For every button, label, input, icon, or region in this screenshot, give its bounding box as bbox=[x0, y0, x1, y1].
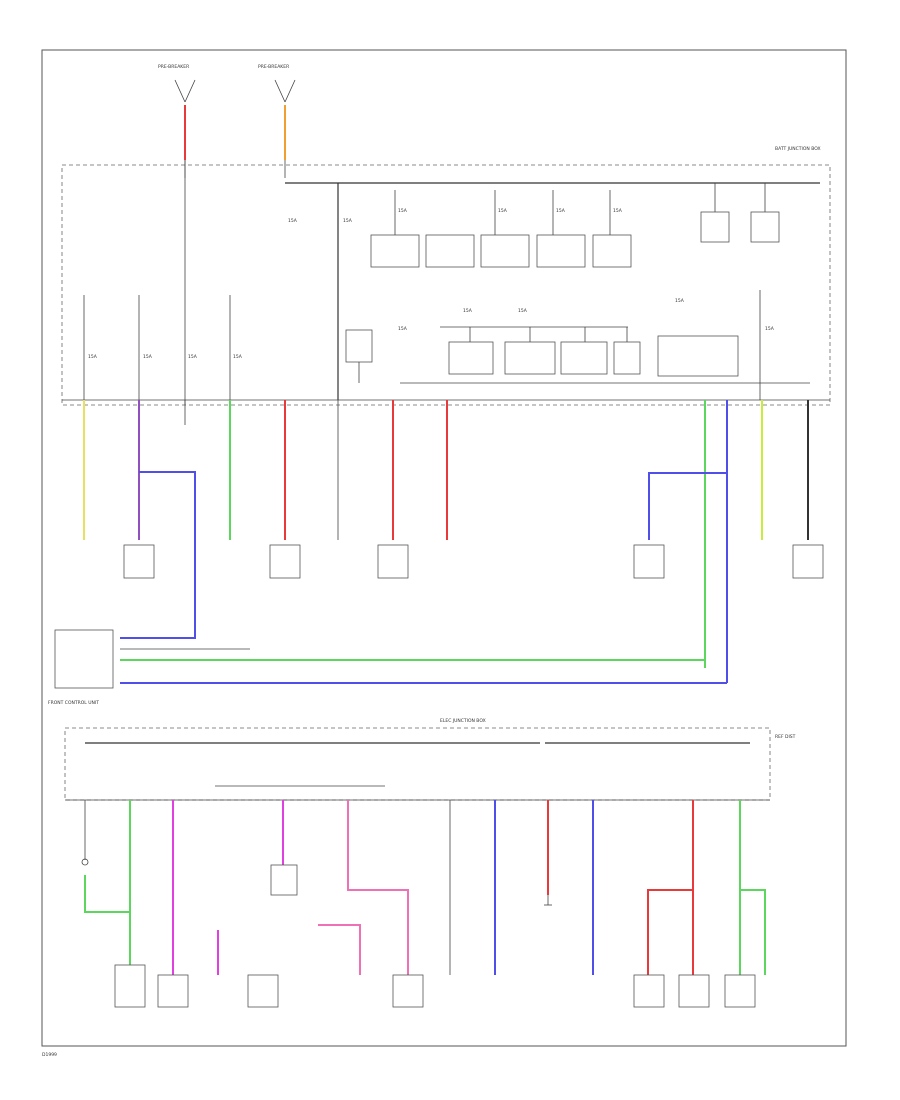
module-box bbox=[345, 329, 373, 363]
module-box bbox=[480, 234, 530, 268]
power-feed-label-left: PRE-BREAKER bbox=[158, 64, 189, 70]
module-box bbox=[114, 964, 146, 1008]
upper-drop-wires bbox=[83, 295, 809, 683]
fuse-label: 15A bbox=[288, 218, 298, 224]
top-power-feeds: PRE-BREAKER PRE-BREAKER bbox=[158, 64, 296, 178]
fuse-label: 15A bbox=[398, 208, 408, 214]
diagram-frame bbox=[41, 49, 847, 1047]
footer-code: D1999 bbox=[42, 1052, 57, 1058]
module-box bbox=[377, 544, 409, 579]
module-box bbox=[392, 974, 424, 1008]
fuse-label: 15A bbox=[233, 354, 243, 360]
ground-symbols bbox=[81, 858, 552, 906]
fuse-label: 15A bbox=[498, 208, 508, 214]
power-feed-label-right: PRE-BREAKER bbox=[258, 64, 289, 70]
upper-junction-label: BATT JUNCTION BOX bbox=[775, 146, 821, 152]
module-box bbox=[657, 335, 739, 377]
module-box bbox=[370, 234, 420, 268]
module-box bbox=[633, 544, 665, 579]
fuse-label: 15A bbox=[143, 354, 153, 360]
fuse-label: 15A bbox=[398, 326, 408, 332]
module-box bbox=[560, 341, 608, 375]
upper-fuse-labels: 15A 15A 15A 15A 15A 15A 15A 15A 15A 15A … bbox=[88, 208, 775, 360]
module-box bbox=[613, 341, 641, 375]
fuse-label: 15A bbox=[765, 326, 775, 332]
lower-ref-label: REF DIST bbox=[775, 734, 796, 740]
fuse-label: 15A bbox=[675, 298, 685, 304]
fuse-label: 15A bbox=[518, 308, 528, 314]
module-box bbox=[504, 341, 556, 375]
module-box bbox=[792, 544, 824, 579]
fuse-label: 15A bbox=[188, 354, 198, 360]
fuse-label: 15A bbox=[556, 208, 566, 214]
front-control-box bbox=[54, 629, 114, 689]
lower-drop-wires bbox=[84, 800, 766, 975]
module-box bbox=[700, 211, 730, 243]
module-box bbox=[123, 544, 155, 579]
upper-bottom-modules bbox=[123, 544, 824, 579]
fuse-label: 15A bbox=[463, 308, 473, 314]
module-box bbox=[247, 974, 279, 1008]
module-box bbox=[425, 234, 475, 268]
fuse-label: 15A bbox=[343, 218, 353, 224]
lower-junction-box bbox=[64, 727, 771, 801]
module-box bbox=[633, 974, 665, 1008]
module-box bbox=[724, 974, 756, 1008]
module-box bbox=[750, 211, 780, 243]
fuse-label: 15A bbox=[613, 208, 623, 214]
lower-modules bbox=[114, 864, 756, 1008]
module-box bbox=[592, 234, 632, 268]
module-box bbox=[157, 974, 189, 1008]
module-box bbox=[448, 341, 494, 375]
lower-junction-label: ELEC JUNCTION BOX bbox=[440, 718, 486, 724]
module-box bbox=[269, 544, 301, 579]
module-box bbox=[270, 864, 298, 896]
module-box bbox=[536, 234, 586, 268]
front-control-label: FRONT CONTROL UNIT bbox=[48, 700, 99, 706]
fuse-label: 15A bbox=[88, 354, 98, 360]
module-box bbox=[678, 974, 710, 1008]
upper-modules bbox=[345, 183, 780, 400]
